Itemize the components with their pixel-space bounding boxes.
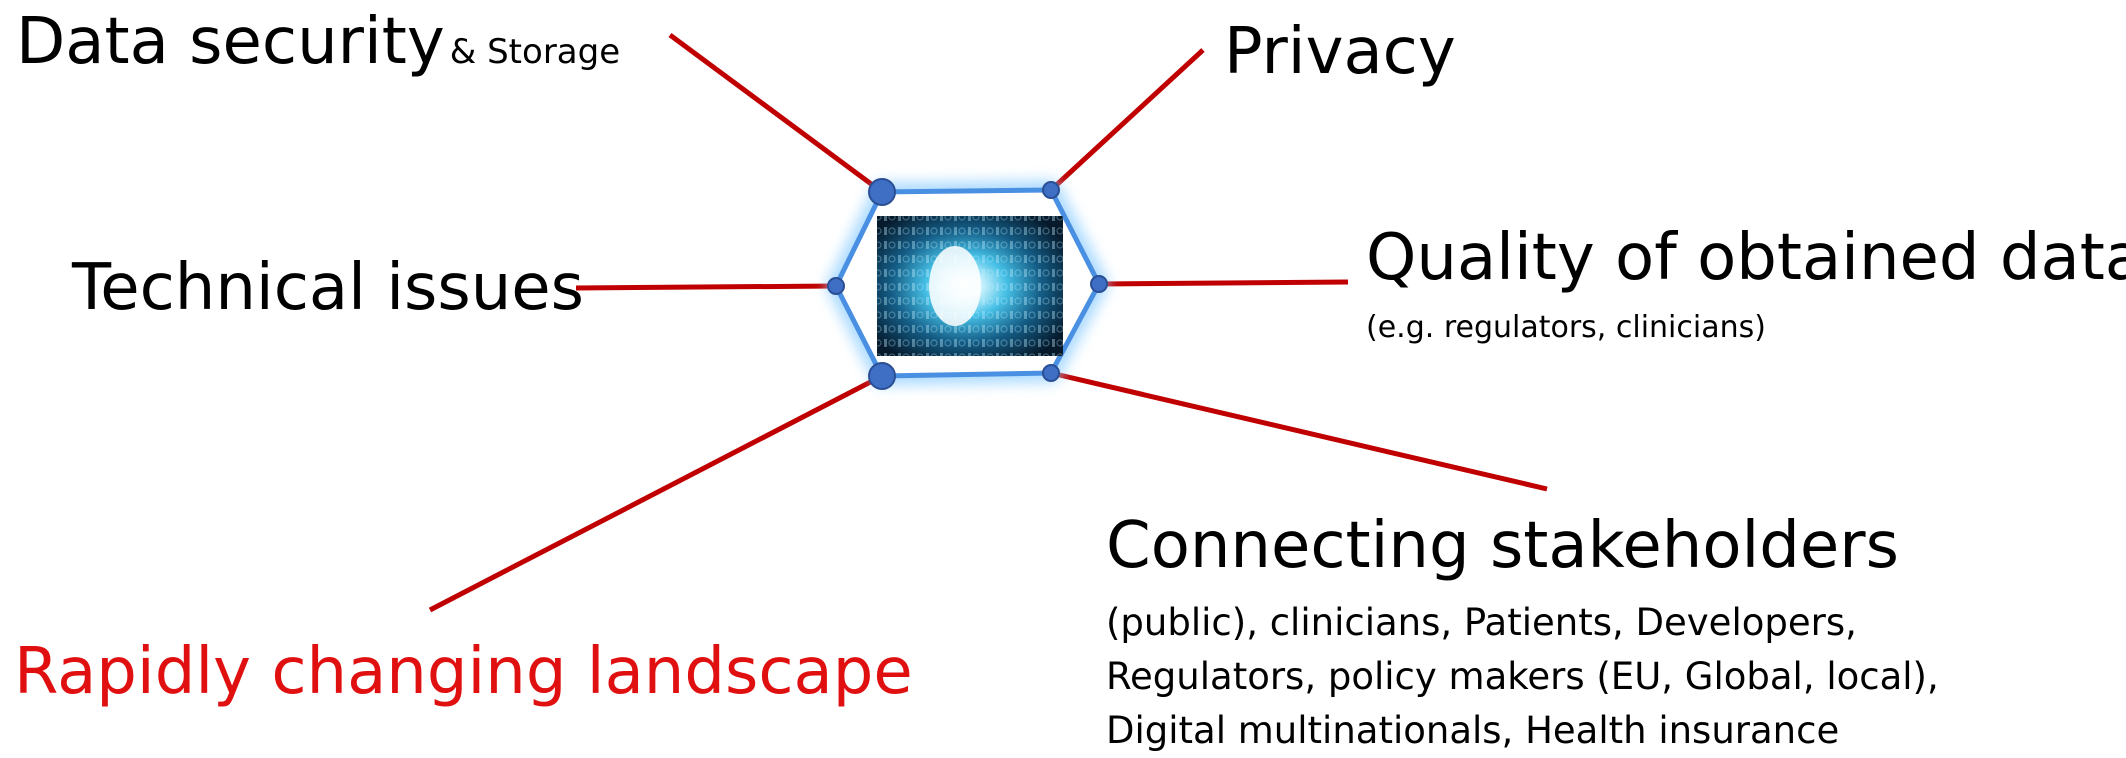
stakeholders-line-2: Regulators, policy makers (EU, Global, l…: [1106, 655, 1939, 698]
node-right: [1090, 275, 1108, 293]
node-bottom-left: [868, 362, 896, 390]
node-bottom-right: [1042, 364, 1060, 382]
label-quality: Quality of obtained data: [1366, 221, 2126, 295]
node-top-left: [868, 178, 896, 206]
label-privacy: Privacy: [1224, 15, 1456, 89]
label-data-security-sub: & Storage: [449, 32, 621, 72]
label-data-security-main: Data security: [16, 5, 445, 79]
connecting-stakeholders-details: (public), clinicians, Patients, Develope…: [1106, 596, 1939, 758]
connector-technical: [575, 283, 837, 291]
node-left: [827, 277, 845, 295]
label-connecting-stakeholders: Connecting stakeholders: [1106, 509, 1899, 583]
label-data-security: Data security & Storage: [16, 10, 620, 74]
connector-privacy: [1049, 48, 1205, 192]
stakeholders-line-3: Digital multinationals, Health insurance: [1106, 709, 1840, 752]
label-quality-sub: (e.g. regulators, clinicians): [1366, 310, 1766, 345]
label-technical-issues: Technical issues: [72, 251, 584, 325]
connector-data-security: [668, 32, 884, 195]
label-rapidly-changing: Rapidly changing landscape: [14, 635, 913, 709]
connector-rapidly: [428, 373, 884, 613]
connector-connecting: [1050, 370, 1548, 492]
connector-quality: [1098, 279, 1349, 287]
node-top-right: [1042, 181, 1060, 199]
binary-data-tunnel-image: [877, 216, 1063, 356]
stakeholders-line-1: (public), clinicians, Patients, Develope…: [1106, 601, 1857, 644]
